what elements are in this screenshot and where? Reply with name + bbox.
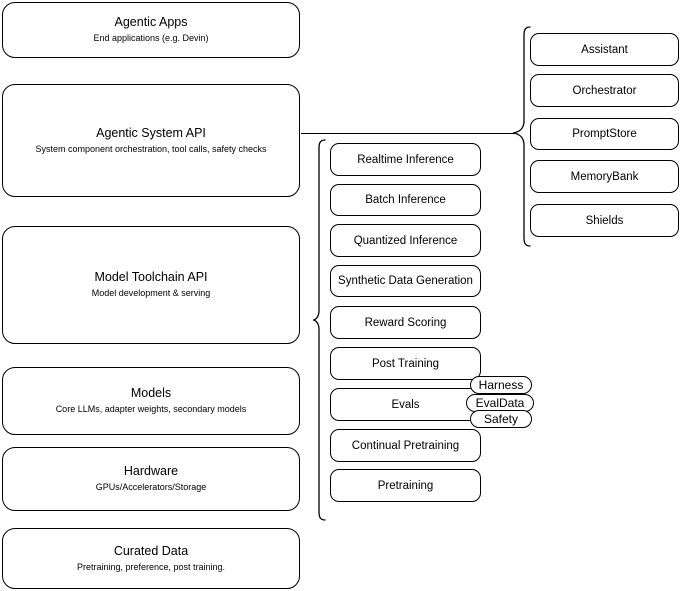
capability-evals[interactable]: Evals <box>330 388 481 421</box>
layer-subtitle: GPUs/Accelerators/Storage <box>95 482 207 492</box>
component-label: Orchestrator <box>572 84 637 97</box>
capability-label: Post Training <box>371 357 440 370</box>
chip-label: Safety <box>483 412 519 426</box>
capability-label: Realtime Inference <box>357 153 454 166</box>
evals-chip-harness[interactable]: Harness <box>470 376 532 394</box>
layer-subtitle: System component orchestration, tool cal… <box>35 143 267 154</box>
evals-chip-safety[interactable]: Safety <box>470 410 532 428</box>
brace-toolchain <box>300 139 326 521</box>
capability-synthetic-data-generation[interactable]: Synthetic Data Generation <box>330 265 481 297</box>
capability-quantized-inference[interactable]: Quantized Inference <box>330 224 481 257</box>
layer-title: Models <box>130 386 172 400</box>
brace-agentic-components <box>511 26 531 247</box>
capability-reward-scoring[interactable]: Reward Scoring <box>330 306 481 339</box>
layer-title: Hardware <box>123 464 179 478</box>
layer-hardware[interactable]: Hardware GPUs/Accelerators/Storage <box>2 447 300 511</box>
layer-title: Agentic Apps <box>114 15 188 29</box>
layer-model-toolchain-api[interactable]: Model Toolchain API Model development & … <box>2 226 300 344</box>
component-promptstore[interactable]: PromptStore <box>530 118 679 150</box>
layer-models[interactable]: Models Core LLMs, adapter weights, secon… <box>2 367 300 435</box>
capability-label: Synthetic Data Generation <box>338 275 473 287</box>
layer-agentic-apps[interactable]: Agentic Apps End applications (e.g. Devi… <box>2 2 300 58</box>
component-label: Assistant <box>581 43 628 56</box>
layer-title: Model Toolchain API <box>94 270 208 284</box>
layer-subtitle: Pretraining, preference, post training. <box>76 561 226 572</box>
capability-post-training[interactable]: Post Training <box>330 347 481 380</box>
layer-subtitle: Core LLMs, adapter weights, secondary mo… <box>55 404 247 414</box>
layer-subtitle: End applications (e.g. Devin) <box>93 33 209 43</box>
capability-label: Pretraining <box>377 479 434 492</box>
component-label: Shields <box>585 214 624 227</box>
capability-label: Reward Scoring <box>364 316 447 329</box>
layer-agentic-system-api[interactable]: Agentic System API System component orch… <box>2 84 300 197</box>
component-label: MemoryBank <box>570 170 639 183</box>
chip-label: Harness <box>478 378 524 392</box>
component-memorybank[interactable]: MemoryBank <box>530 160 679 193</box>
capability-label: Evals <box>391 398 420 411</box>
layer-title: Curated Data <box>113 543 189 558</box>
component-assistant[interactable]: Assistant <box>530 33 679 66</box>
capability-realtime-inference[interactable]: Realtime Inference <box>330 143 481 176</box>
component-label: PromptStore <box>572 128 637 140</box>
component-shields[interactable]: Shields <box>530 204 679 237</box>
layer-title: Agentic System API <box>96 125 206 140</box>
connector-agentic-system-api <box>301 133 514 134</box>
capability-pretraining[interactable]: Pretraining <box>330 469 481 502</box>
chip-label: EvalData <box>475 396 525 410</box>
capability-batch-inference[interactable]: Batch Inference <box>330 184 481 216</box>
capability-label: Continual Pretraining <box>351 439 460 452</box>
layer-subtitle: Model development & serving <box>91 288 211 298</box>
component-orchestrator[interactable]: Orchestrator <box>530 74 679 107</box>
capability-label: Batch Inference <box>365 194 446 206</box>
capability-label: Quantized Inference <box>353 234 458 247</box>
capability-continual-pretraining[interactable]: Continual Pretraining <box>330 429 481 462</box>
layer-curated-data[interactable]: Curated Data Pretraining, preference, po… <box>2 528 300 589</box>
